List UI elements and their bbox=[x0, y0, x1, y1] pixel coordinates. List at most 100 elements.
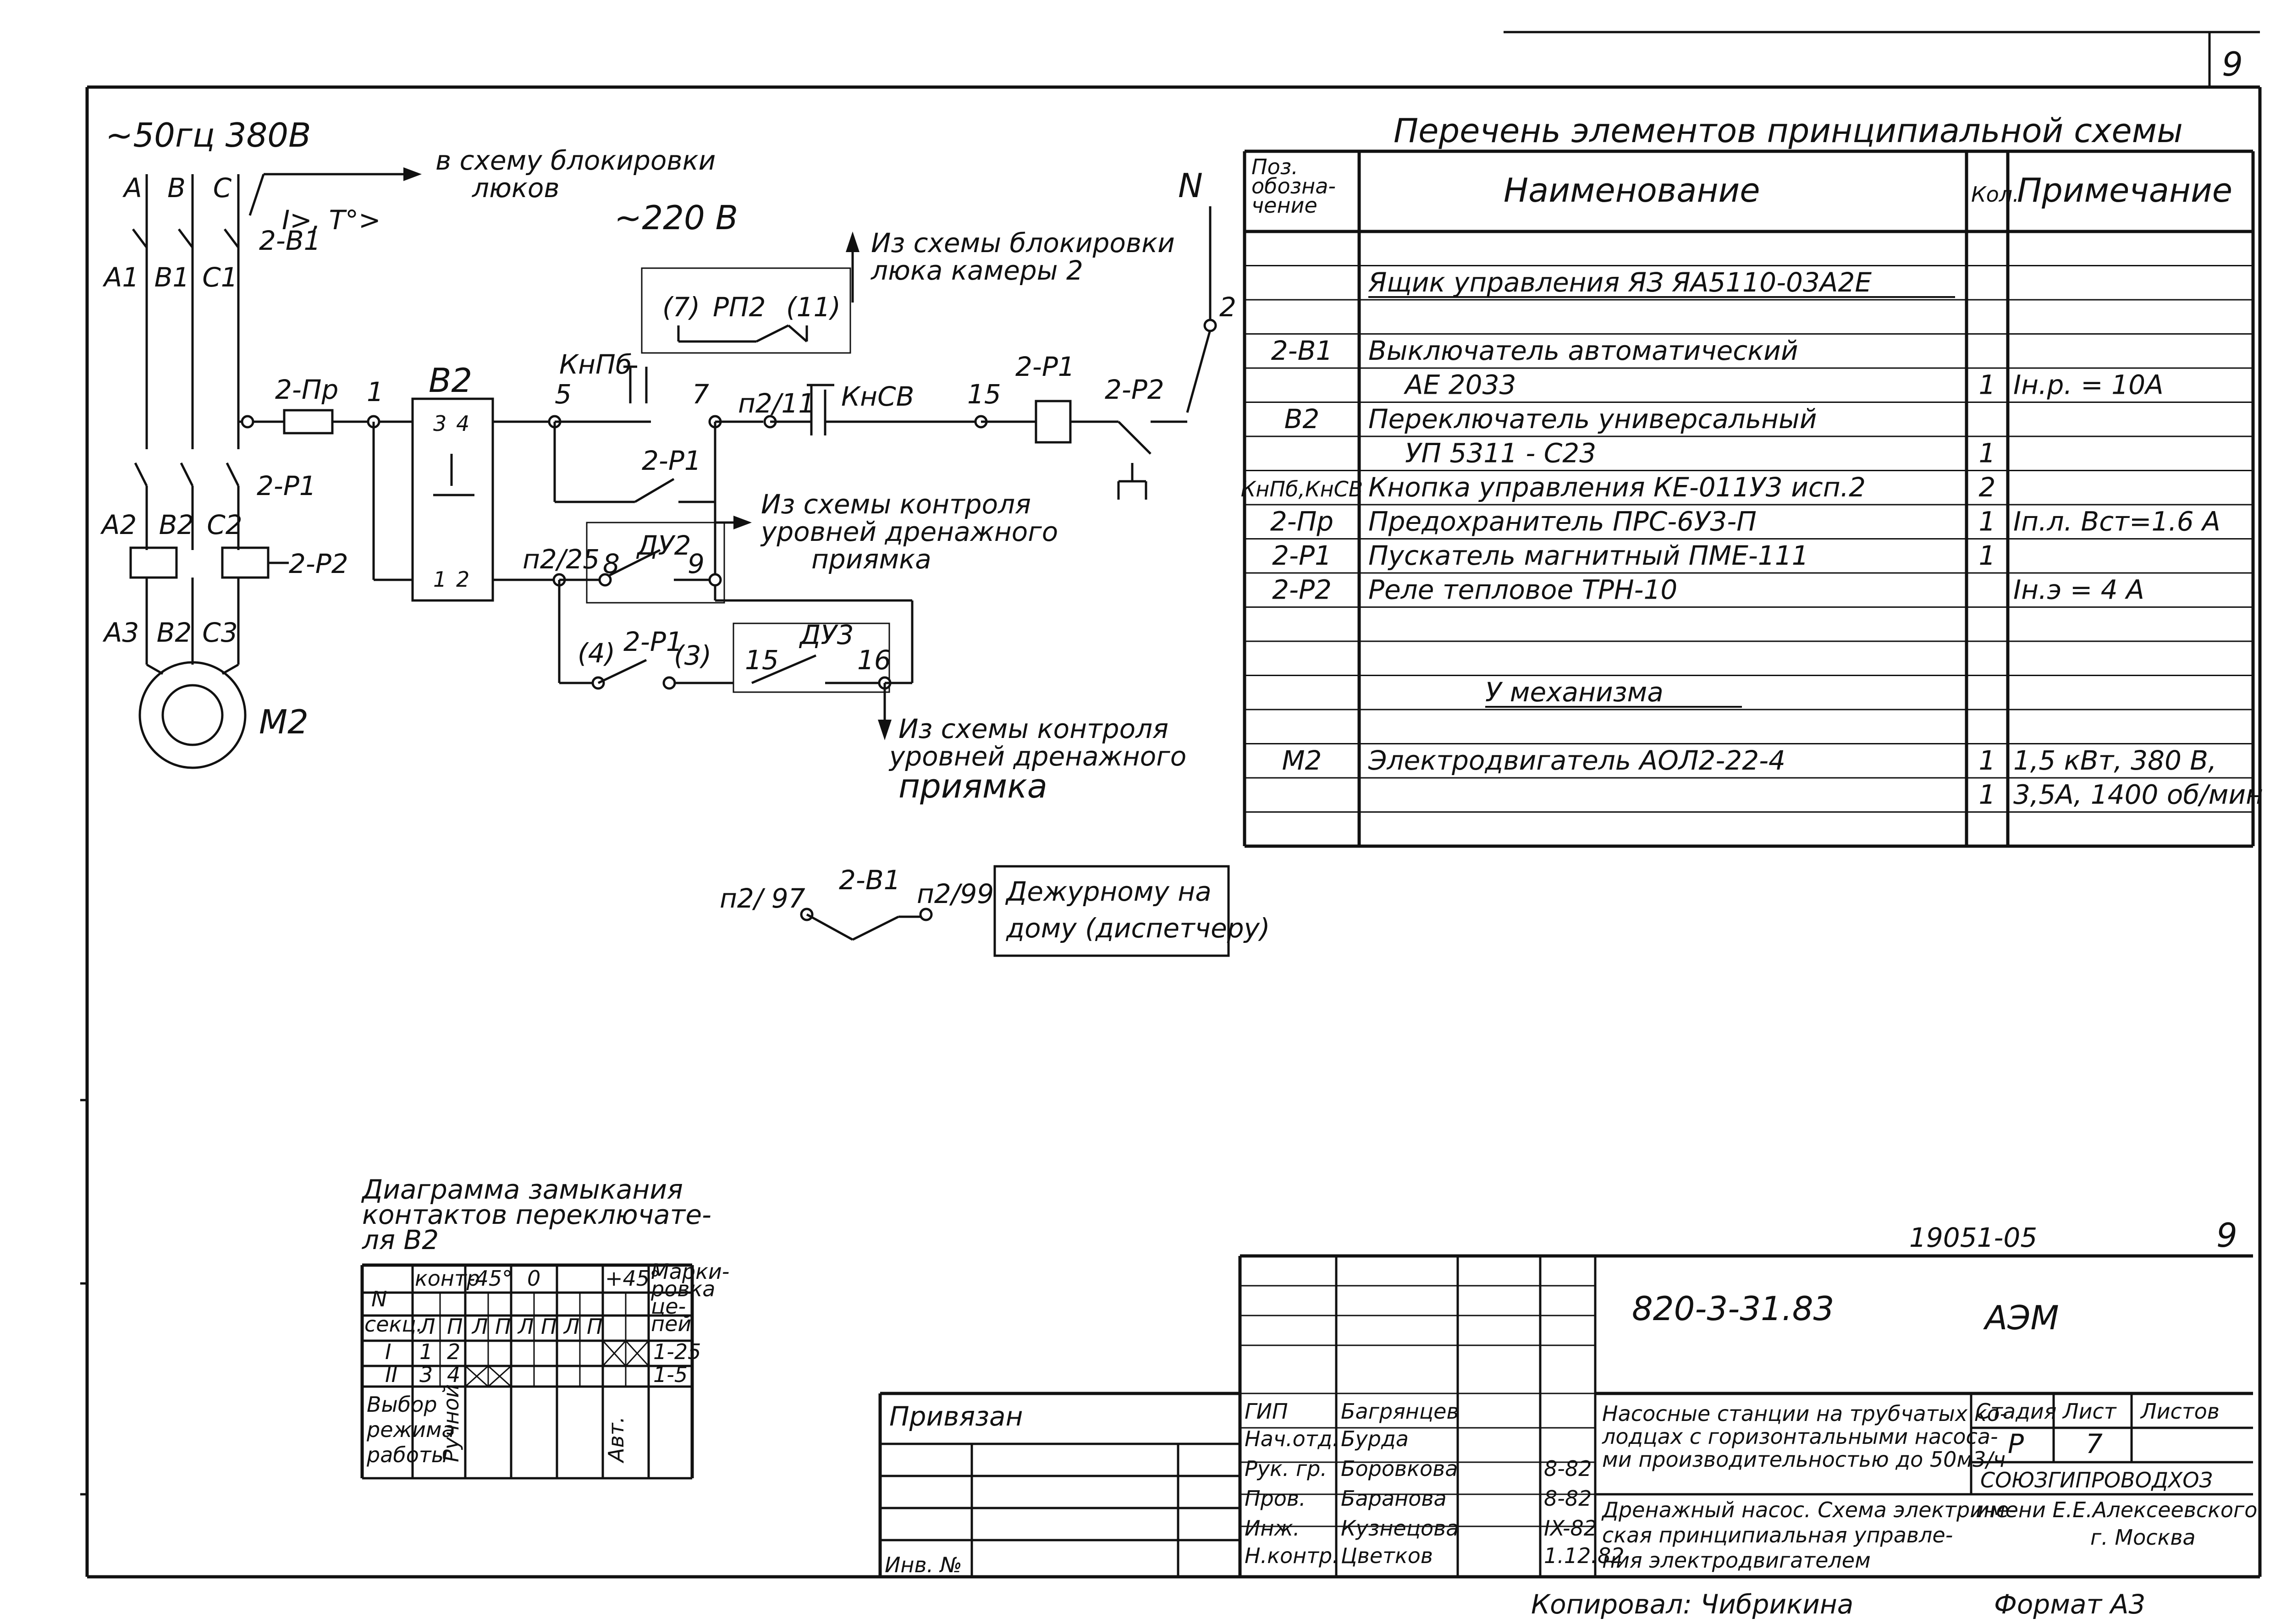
row-name: Ящик управления ЯЗ ЯА5110-03А2Е bbox=[1368, 267, 1872, 298]
p1-lower-label: 2-Р1 bbox=[623, 626, 683, 657]
row-qty: 2 bbox=[1979, 472, 1996, 503]
from-lock-label-2: люка камеры 2 bbox=[871, 255, 1083, 286]
du3-15-label: 15 bbox=[745, 644, 779, 676]
corner-sheet-number: 9 bbox=[2222, 45, 2243, 83]
breaker-protection: I>, T°> bbox=[282, 204, 381, 236]
stamp-org-2: имени Е.Е.Алексеевского bbox=[1976, 1497, 2257, 1522]
row-pos: 2-В1 bbox=[1271, 335, 1333, 366]
stamp-role: Пров. bbox=[1245, 1486, 1306, 1511]
cd-mode-select: Выбор bbox=[367, 1392, 437, 1417]
phase-b-label: B bbox=[167, 172, 186, 204]
cd-header-marking: Марки- bbox=[651, 1259, 729, 1284]
coil-p1 bbox=[1035, 400, 1072, 444]
switch-contact-2: 2 bbox=[456, 567, 469, 592]
stamp-role: Инж. bbox=[1245, 1516, 1300, 1541]
row-qty: 1 bbox=[1979, 369, 1996, 401]
stamp-drawing-1: Дренажный насос. Схема электриче- bbox=[1601, 1497, 2017, 1522]
row-pos: 2-Р2 bbox=[1272, 574, 1332, 606]
row-pos: М2 bbox=[1282, 745, 1322, 776]
copied-by: Копировал: Чибрикина bbox=[1531, 1589, 1853, 1620]
cd-r2-p: 4 bbox=[447, 1362, 460, 1387]
signal-destination-box bbox=[993, 865, 1230, 957]
stamp-name: Багрянцев bbox=[1341, 1399, 1459, 1424]
row-qty: 1 bbox=[1979, 438, 1996, 469]
cd-r2-section: II bbox=[385, 1362, 397, 1387]
stamp-date: 1.12.82 bbox=[1544, 1543, 1625, 1568]
cd-lp: Л bbox=[471, 1314, 488, 1339]
cd-header-n: N bbox=[371, 1287, 387, 1311]
fuse-label: 2-Пр bbox=[275, 374, 338, 405]
switch-contact-4: 4 bbox=[456, 411, 469, 436]
cd-manual: Ручной bbox=[439, 1384, 463, 1462]
rp2-left-label: (7) bbox=[662, 292, 700, 323]
row-name: АЕ 2033 bbox=[1403, 369, 1516, 401]
c1-label: C1 bbox=[202, 262, 237, 293]
contact-diagram: Диаграмма замыкания контактов переключат… bbox=[360, 1174, 729, 1480]
row-name: Электродвигатель АОЛ2-22-4 bbox=[1368, 745, 1785, 776]
phase-c-label: C bbox=[213, 172, 232, 204]
switch-b2-box bbox=[411, 397, 494, 602]
sheet-number: 9 bbox=[2216, 1216, 2237, 1255]
stamp-sheet: 7 bbox=[2086, 1428, 2103, 1459]
stamp-project-3: ми производительностью до 50м3/ч bbox=[1602, 1447, 2006, 1472]
signal-right-terminal: п2/99 bbox=[917, 878, 994, 909]
cd-r1-p: 2 bbox=[447, 1339, 460, 1364]
stamp-name: Боровкова bbox=[1341, 1456, 1458, 1481]
cd-r1-mark: 1-25 bbox=[653, 1339, 701, 1364]
du3-label: ДУ3 bbox=[799, 619, 854, 650]
row-pos: 2-Р1 bbox=[1272, 540, 1332, 571]
cd-header-marking: це- bbox=[651, 1294, 686, 1319]
a2-label: A2 bbox=[100, 509, 137, 540]
stamp-date: 8-82 bbox=[1544, 1486, 1592, 1511]
stamp-role: ГИП bbox=[1245, 1399, 1288, 1424]
node-15-label: 15 bbox=[967, 379, 1001, 410]
motor-inner-circle bbox=[161, 684, 224, 746]
switch-contact-1: 1 bbox=[433, 567, 446, 592]
thermal-contact-label: 2-Р2 bbox=[1105, 374, 1164, 405]
row-qty: 1 bbox=[1979, 506, 1996, 537]
stamp-org-3: г. Москва bbox=[2090, 1525, 2196, 1550]
row-name: УП 5311 - С23 bbox=[1405, 438, 1596, 469]
switch-contact-3: 3 bbox=[433, 411, 446, 436]
row-name: Реле тепловое ТРН-10 bbox=[1368, 574, 1677, 606]
cd-r1-l: 1 bbox=[419, 1339, 433, 1364]
cd-header-zero: 0 bbox=[527, 1266, 540, 1291]
elements-list-table: Перечень элементов принципиальной схемы … bbox=[1241, 111, 2263, 848]
v220-label: ~220 В bbox=[614, 198, 738, 237]
power-circuit: ~50гц 380В A B C 2-В1 I>, T°> в схему бл… bbox=[100, 116, 716, 769]
row-note: Iп.л. Вст=1.6 А bbox=[2013, 506, 2220, 537]
from-lock-label-1: Из схемы блокировки bbox=[871, 227, 1175, 259]
row-pos: В2 bbox=[1284, 403, 1320, 435]
cd-header-marking: ровка bbox=[650, 1277, 715, 1301]
c3-label: C3 bbox=[202, 617, 237, 648]
header-note: Примечание bbox=[2017, 171, 2232, 209]
stamp-date: 8-82 bbox=[1544, 1456, 1592, 1481]
cd-lp: Л bbox=[563, 1314, 580, 1339]
stamp-header-sheets: Листов bbox=[2140, 1399, 2220, 1424]
cd-mode-select: работы bbox=[366, 1442, 448, 1467]
du2-label: ДУ2 bbox=[636, 530, 691, 561]
from-level-1b: уровней дренажного bbox=[760, 516, 1058, 547]
stamp-name: Баранова bbox=[1341, 1486, 1447, 1511]
row-note: Iн.э = 4 А bbox=[2013, 574, 2144, 606]
contact-diagram-title-2: контактов переключате- bbox=[362, 1199, 711, 1230]
stamp-project-2: лодцах с горизонтальными насоса- bbox=[1602, 1424, 1998, 1449]
cd-lp: П bbox=[447, 1314, 463, 1339]
doc-code-top: 19051-05 bbox=[1909, 1222, 2037, 1253]
header-pos-0: Поз. bbox=[1251, 154, 1298, 179]
row-pos: 2-Пр bbox=[1270, 506, 1333, 537]
supply-label: ~50гц 380В bbox=[105, 116, 311, 154]
du3-16-label: 16 bbox=[857, 644, 891, 676]
b3-label: B2 bbox=[157, 617, 192, 648]
stamp-role: Нач.отд. bbox=[1245, 1426, 1339, 1451]
stamp-role: Рук. гр. bbox=[1245, 1456, 1327, 1481]
du2-9-label: 9 bbox=[688, 548, 705, 579]
phase-a-label: A bbox=[122, 172, 142, 204]
a1-label: A1 bbox=[102, 262, 139, 293]
paper-format: Формат А3 bbox=[1994, 1589, 2145, 1620]
knpb-label: КнПб bbox=[559, 349, 632, 380]
signal-left-terminal: п2/ 97 bbox=[720, 883, 805, 914]
rp2-right-label: (11) bbox=[786, 292, 841, 323]
header-name: Наименование bbox=[1504, 171, 1760, 209]
